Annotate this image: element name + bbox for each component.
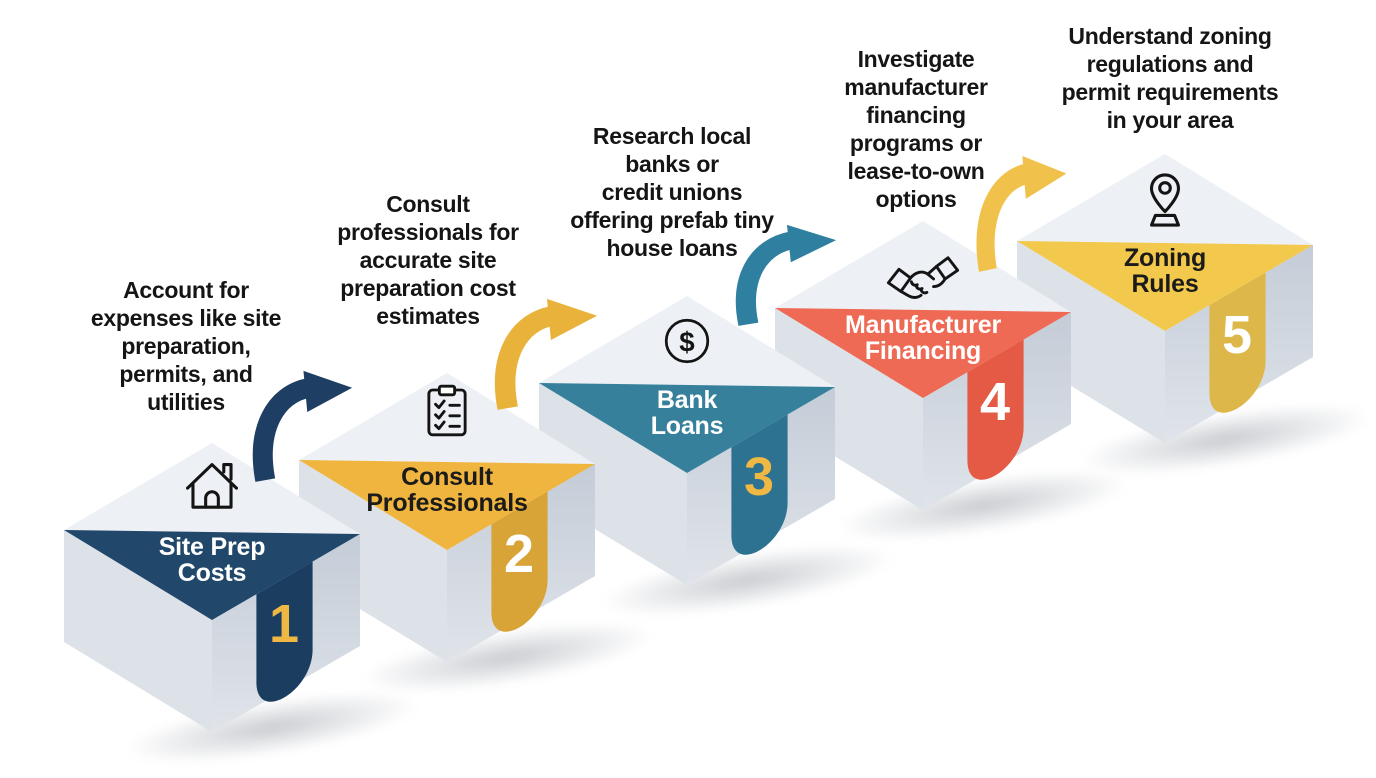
isometric-cube: 1 — [64, 443, 360, 732]
arrow-curve — [252, 378, 312, 482]
accent-triangle — [299, 460, 595, 550]
accent-triangle — [539, 383, 835, 473]
block-left-face — [539, 383, 687, 585]
arrow-head — [786, 224, 837, 263]
isometric-cube: 3 — [539, 296, 835, 585]
arrow-curve — [976, 163, 1030, 272]
block-left-face — [775, 308, 923, 510]
step-number: 3 — [744, 447, 774, 507]
clipboard-checklist-icon — [426, 384, 468, 443]
arrow-step3-to-step4 — [733, 224, 839, 331]
step-description-3: Research local banks or credit unions of… — [570, 123, 774, 261]
step-block-4: 4 Manufacturer Financing — [773, 216, 1073, 516]
handshake-icon — [884, 252, 962, 307]
isometric-cube: 2 — [299, 373, 595, 662]
step-block-5: 5 Zoning Rules — [1015, 149, 1315, 449]
step-block-1: 1 Site Prep Costs — [62, 438, 362, 738]
step-number: 1 — [269, 594, 299, 654]
arrow-head — [546, 298, 598, 340]
accent-triangle — [1017, 241, 1313, 331]
step-title: Zoning Rules — [1123, 244, 1207, 298]
step-description-2: Consult professionals for accurate site … — [337, 191, 519, 329]
isometric-cube: 4 — [775, 221, 1071, 510]
arrow-head — [303, 370, 353, 412]
isometric-cube: 5 — [1017, 154, 1313, 443]
step-title: Site Prep Costs — [158, 533, 266, 587]
step-description-5: Understand zoning regulations and permit… — [1061, 23, 1279, 133]
arrow-step4-to-step5 — [974, 155, 1069, 277]
step-number-badge — [491, 491, 548, 632]
block-left-face — [299, 460, 447, 662]
step-number-badge — [967, 339, 1024, 480]
step-number-badge — [256, 561, 313, 702]
map-pin-icon — [1139, 171, 1191, 234]
step-block-2: 2 Consult Professionals — [297, 368, 597, 668]
step-number: 2 — [504, 524, 534, 584]
dollar-symbol: $ — [679, 326, 694, 357]
house-icon — [183, 458, 241, 516]
block-left-face — [1017, 241, 1165, 443]
step-block-3: 3 $ Bank Loans — [537, 291, 837, 591]
step-number: 4 — [980, 372, 1010, 432]
step-title: Consult Professionals — [366, 463, 528, 517]
step-title: Bank Loans — [650, 386, 724, 440]
dollar-circle-icon: $ — [663, 317, 711, 370]
arrow-curve — [735, 231, 796, 326]
step-number: 5 — [1222, 305, 1252, 365]
arrow-step1-to-step2 — [250, 370, 355, 487]
accent-triangle — [64, 530, 360, 620]
arrow-step2-to-step3 — [492, 298, 600, 415]
step-number-badge — [1209, 272, 1266, 413]
step-description-1: Account for expenses like site preparati… — [90, 277, 282, 415]
step-number-badge — [731, 414, 788, 555]
step-title: Manufacturer Financing — [845, 311, 1001, 365]
step-description-4: Investigate manufacturer financing progr… — [844, 46, 988, 212]
arrow-head — [1022, 155, 1067, 199]
arrow-curve — [494, 306, 556, 410]
block-left-face — [64, 530, 212, 732]
accent-triangle — [775, 308, 1071, 398]
